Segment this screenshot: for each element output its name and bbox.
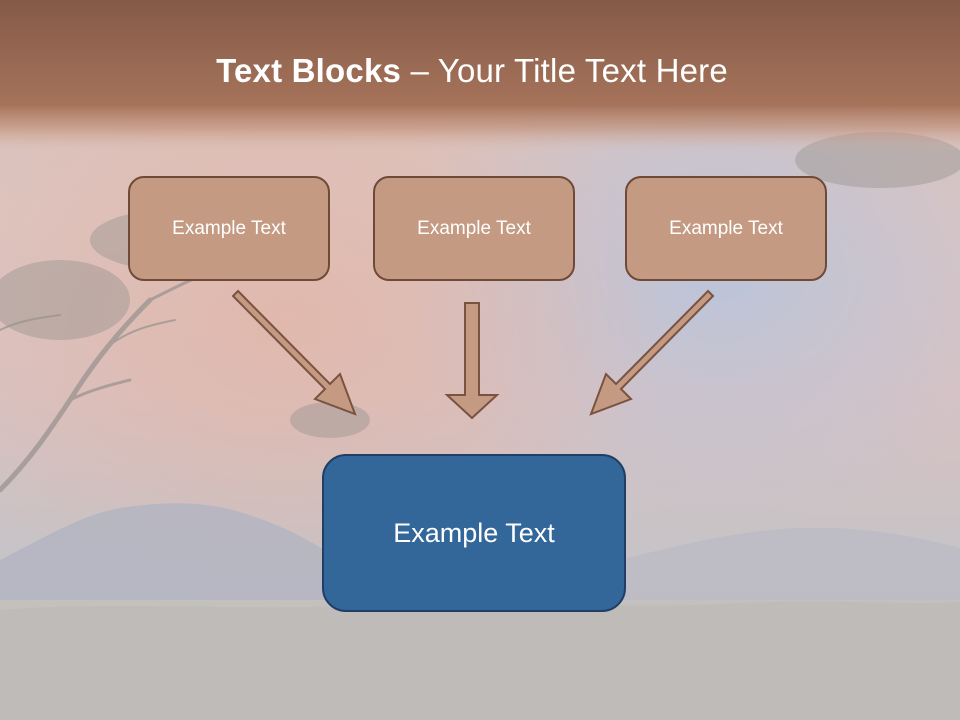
text-block-2[interactable]: Example Text xyxy=(373,176,575,281)
text-block-3-label: Example Text xyxy=(669,217,783,239)
arrow-left xyxy=(231,289,357,416)
title-rest: – Your Title Text Here xyxy=(410,52,728,89)
target-block[interactable]: Example Text xyxy=(322,454,626,612)
arrow-right xyxy=(589,289,715,416)
arrow-center xyxy=(444,302,500,420)
text-block-2-label: Example Text xyxy=(417,217,531,239)
text-block-1-label: Example Text xyxy=(172,217,286,239)
title-bold: Text Blocks xyxy=(216,52,402,89)
text-block-3[interactable]: Example Text xyxy=(625,176,827,281)
target-block-label: Example Text xyxy=(393,517,555,548)
text-block-1[interactable]: Example Text xyxy=(128,176,330,281)
slide-title: Text Blocks – Your Title Text Here xyxy=(0,52,944,90)
